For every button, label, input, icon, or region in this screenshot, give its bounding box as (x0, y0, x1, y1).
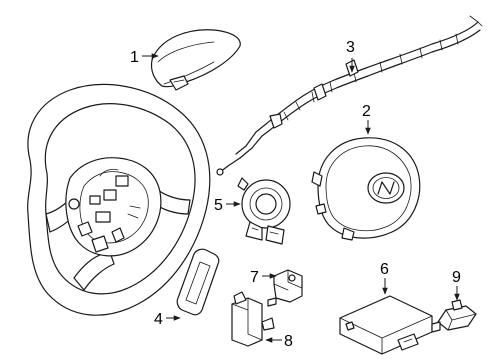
callout-number: 3 (346, 39, 355, 56)
callout-number: 4 (154, 311, 163, 328)
callout-6: 6 (380, 261, 389, 295)
steering-wheel[interactable] (27, 83, 211, 316)
part-7-impact-sensor[interactable] (267, 269, 303, 307)
callout-2: 2 (362, 103, 371, 135)
callout-number: 2 (362, 103, 371, 120)
callout-5: 5 (214, 197, 241, 214)
part-5-clock-spring[interactable] (237, 177, 291, 245)
part-8-bracket[interactable] (231, 291, 275, 347)
callout-number: 9 (452, 269, 461, 286)
callout-7: 7 (250, 269, 277, 286)
part-4-knee-airbag[interactable] (176, 248, 220, 316)
callout-number: 8 (284, 333, 293, 350)
part-1-airbag-cover[interactable] (150, 29, 241, 91)
callout-9: 9 (452, 269, 461, 301)
callout-number: 7 (250, 269, 259, 286)
callout-3: 3 (346, 39, 355, 73)
callout-8: 8 (265, 333, 293, 350)
part-2-driver-airbag[interactable] (311, 137, 421, 241)
callout-number: 6 (380, 261, 389, 278)
callout-number: 1 (130, 49, 139, 66)
callout-4: 4 (154, 311, 181, 328)
callout-1: 1 (130, 49, 159, 66)
part-6-control-unit[interactable] (339, 295, 433, 355)
callout-number: 5 (214, 197, 223, 214)
part-9-side-sensor[interactable] (431, 299, 477, 333)
